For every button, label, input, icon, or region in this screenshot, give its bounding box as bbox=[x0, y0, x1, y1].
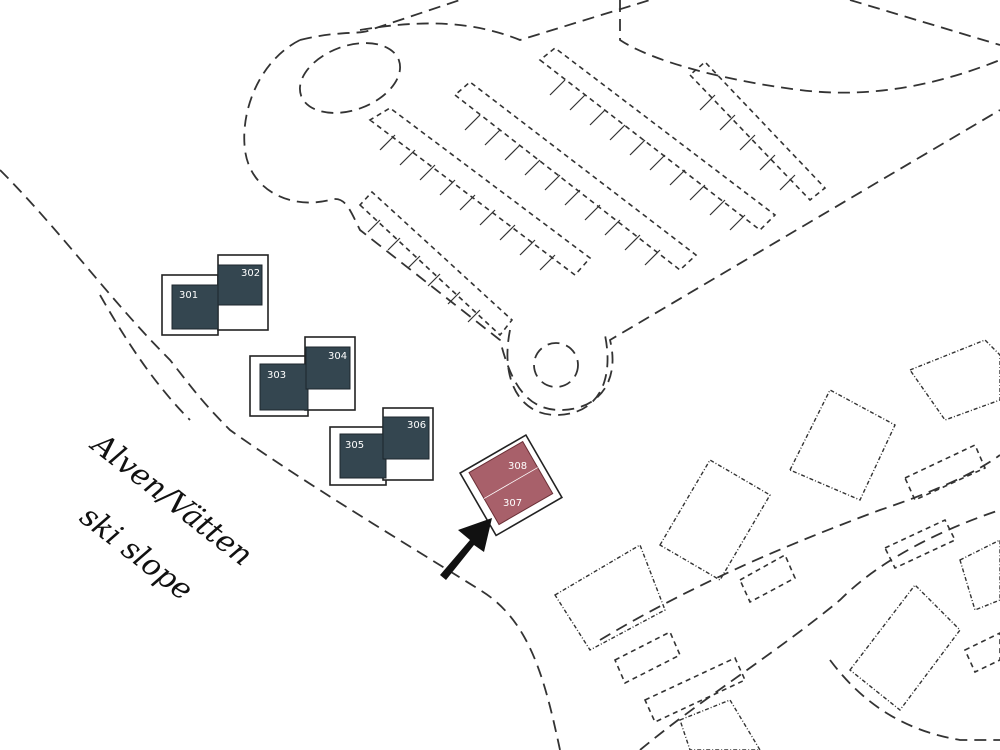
parking-upper-edge bbox=[619, 0, 1000, 94]
cabin-group-303-304: 303 304 bbox=[249, 336, 356, 417]
cabin-305-label: 305 bbox=[345, 440, 364, 451]
cabin-305 bbox=[339, 433, 387, 479]
ski-slope-edge-road bbox=[0, 169, 561, 750]
unit-308-label: 308 bbox=[508, 461, 527, 472]
residential-buildings bbox=[554, 339, 1000, 750]
cabin-303-label: 303 bbox=[267, 370, 286, 381]
cabin-group-301-302: 301 302 bbox=[161, 254, 269, 336]
unit-307-label: 307 bbox=[503, 498, 522, 509]
cabin-306 bbox=[382, 416, 430, 460]
cabin-304-label: 304 bbox=[328, 351, 347, 362]
parking-top-boundary bbox=[849, 0, 1000, 46]
cabin-302 bbox=[217, 264, 263, 306]
cabin-301 bbox=[171, 284, 219, 330]
residential-road-3 bbox=[829, 659, 1000, 741]
residential-road-1 bbox=[599, 454, 1000, 641]
unit-divider bbox=[483, 467, 538, 499]
arrow-icon bbox=[440, 518, 492, 580]
roundabout-outer bbox=[506, 329, 609, 416]
highlighted-unit-307-308 bbox=[458, 433, 564, 537]
residential-road-2 bbox=[639, 509, 1000, 750]
parking-loop-road-upper bbox=[299, 0, 461, 41]
parking-rows bbox=[358, 46, 827, 337]
cabin-301-label: 301 bbox=[179, 290, 198, 301]
parking-loop-road bbox=[243, 0, 1000, 411]
cabin-304 bbox=[305, 346, 351, 390]
cabin-302-label: 302 bbox=[241, 268, 260, 279]
cabin-group-305-306: 305 306 bbox=[329, 407, 434, 486]
roundabout bbox=[533, 342, 579, 388]
ski-slope-outer-road bbox=[99, 294, 191, 421]
cabin-306-label: 306 bbox=[407, 420, 426, 431]
cabin-303 bbox=[259, 363, 309, 411]
oval-island bbox=[299, 42, 401, 114]
